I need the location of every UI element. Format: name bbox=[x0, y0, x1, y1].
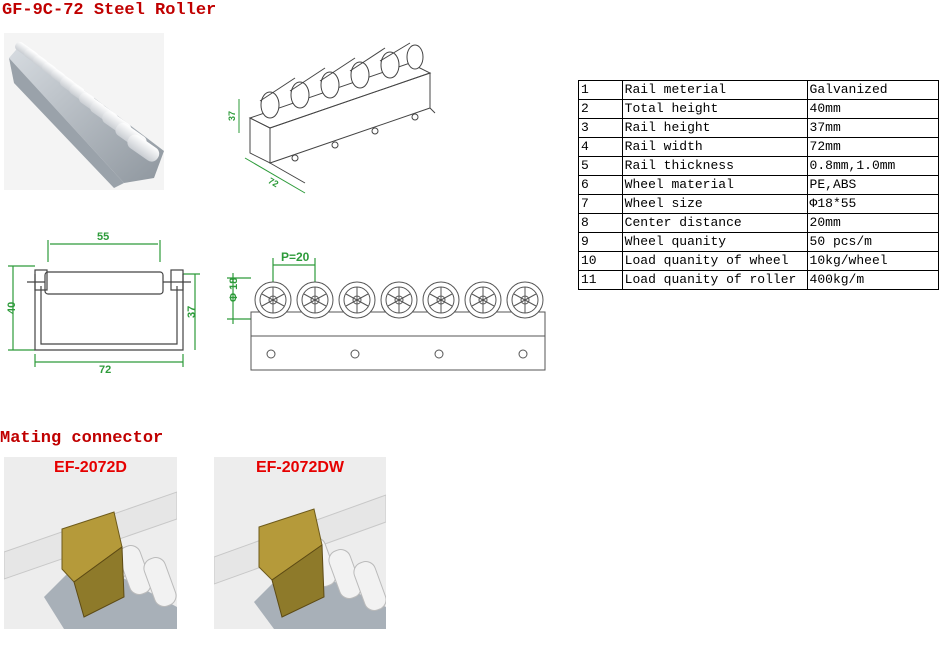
spec-value-cell: 37mm bbox=[806, 118, 939, 138]
spec-no-cell: 11 bbox=[578, 270, 623, 290]
spec-no-cell: 4 bbox=[578, 137, 623, 157]
spec-no-cell: 8 bbox=[578, 213, 623, 233]
spec-item-cell: Rail width bbox=[621, 137, 808, 157]
spec-item-cell: Load quanity of wheel bbox=[621, 251, 808, 271]
iso-width-label: 72 bbox=[267, 176, 281, 190]
side-pitch-drawing: P=20 Φ 18 bbox=[213, 248, 553, 374]
front-left-height-label: 40 bbox=[6, 302, 18, 314]
connector-photo-ef-2072dw: EF-2072DW bbox=[214, 457, 386, 629]
connector-label-ef-2072d: EF-2072D bbox=[54, 459, 127, 476]
side-diameter-label: Φ 18 bbox=[228, 278, 240, 302]
spec-item-cell: Wheel quanity bbox=[621, 232, 808, 252]
spec-value-cell: Φ18*55 bbox=[806, 194, 939, 214]
spec-item-cell: Total height bbox=[621, 99, 808, 119]
spec-value-cell: 10kg/wheel bbox=[806, 251, 939, 271]
spec-item-cell: Wheel size bbox=[621, 194, 808, 214]
iso-height-label: 37 bbox=[227, 111, 237, 121]
roller-track-photo bbox=[4, 33, 164, 190]
spec-item-cell: Rail height bbox=[621, 118, 808, 138]
spec-item-cell: Wheel material bbox=[621, 175, 808, 195]
front-top-width-label: 55 bbox=[97, 231, 109, 243]
spec-value-cell: Galvanized bbox=[806, 80, 939, 100]
spec-no-cell: 10 bbox=[578, 251, 623, 271]
spec-value-cell: 40mm bbox=[806, 99, 939, 119]
spec-item-cell: Rail thickness bbox=[621, 156, 808, 176]
spec-item-cell: Rail meterial bbox=[621, 80, 808, 100]
spec-value-cell: 0.8mm,1.0mm bbox=[806, 156, 939, 176]
spec-value-cell: 20mm bbox=[806, 213, 939, 233]
spec-no-cell: 6 bbox=[578, 175, 623, 195]
spec-value-cell: PE,ABS bbox=[806, 175, 939, 195]
spec-no-cell: 9 bbox=[578, 232, 623, 252]
front-section-drawing: 55 40 37 72 bbox=[5, 226, 210, 376]
connector-label-ef-2072dw: EF-2072DW bbox=[255, 459, 345, 476]
front-right-height-label: 37 bbox=[186, 306, 198, 318]
mating-connector-title: Mating connector bbox=[0, 429, 164, 448]
spec-value-cell: 72mm bbox=[806, 137, 939, 157]
isometric-drawing: 37 72 bbox=[225, 33, 440, 198]
spec-item-cell: Center distance bbox=[621, 213, 808, 233]
spec-no-cell: 2 bbox=[578, 99, 623, 119]
spec-no-cell: 7 bbox=[578, 194, 623, 214]
page-title: GF-9C-72 Steel Roller bbox=[2, 1, 217, 20]
spec-no-cell: 5 bbox=[578, 156, 623, 176]
side-pitch-label: P=20 bbox=[281, 250, 310, 264]
spec-no-cell: 3 bbox=[578, 118, 623, 138]
spec-no-cell: 1 bbox=[578, 80, 623, 100]
spec-item-cell: Load quanity of roller bbox=[621, 270, 808, 290]
spec-value-cell: 50 pcs/m bbox=[806, 232, 939, 252]
front-bottom-width-label: 72 bbox=[99, 364, 111, 376]
connector-photo-ef-2072d: EF-2072D bbox=[4, 457, 177, 629]
spec-value-cell: 400kg/m bbox=[806, 270, 939, 290]
